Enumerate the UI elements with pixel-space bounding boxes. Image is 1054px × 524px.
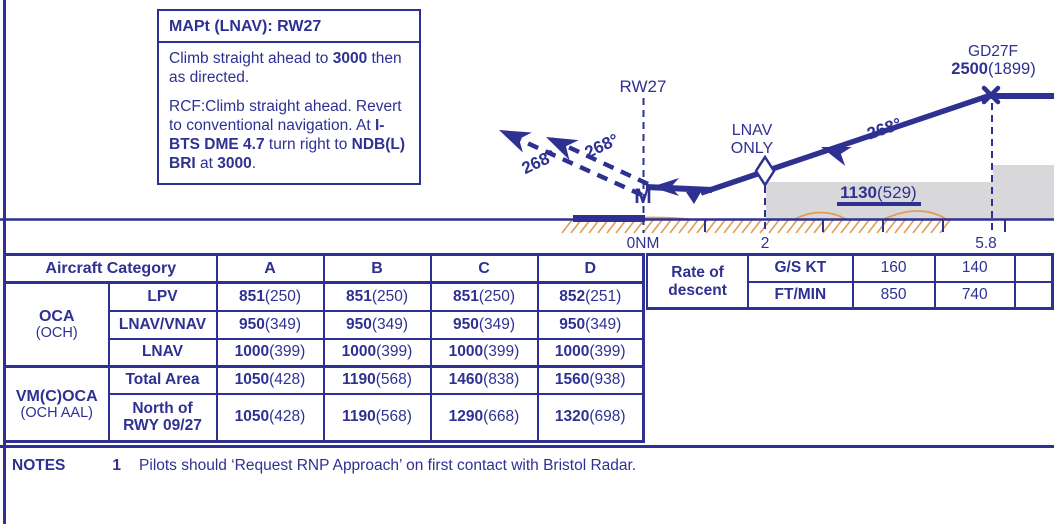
missed-approach-track-2 xyxy=(504,130,643,198)
missed-approach-paragraph-2: RCF:Climb straight ahead. Revert to conv… xyxy=(169,98,405,172)
profile-view: 1130 (529) 268° 268° 268° M RW27 LNAV ON… xyxy=(0,43,1054,252)
lnav-vnav-a: 950(349) xyxy=(215,309,325,340)
descent-path xyxy=(700,92,992,196)
lnav-vnav-b: 950(349) xyxy=(322,309,432,340)
lnav-a: 1000(399) xyxy=(215,337,325,368)
ft-min-label: FT/MIN xyxy=(747,280,854,310)
lnav-vnav-c: 950(349) xyxy=(429,309,539,340)
lnav-only-label-1: LNAV xyxy=(732,122,773,139)
total-area-row: VM(C)OCA(OCH AAL) Total Area 1050(428) 1… xyxy=(3,365,645,443)
north-rwy-c: 1290(668) xyxy=(429,392,539,443)
north-rwy-b: 1190(568) xyxy=(322,392,432,443)
lnav-only-label-2: ONLY xyxy=(731,140,774,157)
gs-kt-label: G/S KT xyxy=(747,253,854,283)
ft-min-850: 850 xyxy=(851,280,936,310)
ft-min-row: FT/MIN 850 740 xyxy=(647,280,1054,310)
fix-altitude: 2500 xyxy=(951,60,988,78)
descent-end-arrow-icon xyxy=(686,192,701,204)
category-c-header: C xyxy=(429,253,539,284)
notes-title: NOTES xyxy=(12,457,66,474)
scale-ticks xyxy=(704,219,1006,232)
minima-header-row: Aircraft Category A B C D xyxy=(3,253,645,284)
terrain-hatching xyxy=(561,219,951,234)
runway-bar xyxy=(573,215,645,222)
category-d-header: D xyxy=(536,253,645,284)
aircraft-category-header: Aircraft Category xyxy=(3,253,218,284)
total-area-label: Total Area xyxy=(107,365,218,395)
missed-course-label-1: 268° xyxy=(582,130,622,162)
ft-min-cut xyxy=(1013,280,1054,310)
level-segment-arrow-icon xyxy=(651,178,679,196)
note-text: Pilots should ‘Request RNP Approach’ on … xyxy=(139,457,637,474)
mda-height-paren: (529) xyxy=(877,183,917,202)
lnav-vnav-row: LNAV/VNAV 950(349) 950(349) 950(349) 950… xyxy=(5,309,645,340)
total-area-b: 1190(568) xyxy=(322,365,432,395)
total-area-c: 1460(838) xyxy=(429,365,539,395)
fix-height-paren: (1899) xyxy=(988,60,1036,78)
gs-kt-row: Rate of descent G/S KT 160 140 xyxy=(645,253,1054,310)
north-rwy-row: North of RWY 09/27 1050(428) 1190(568) 1… xyxy=(5,392,645,443)
missed-approach-arrow-2-icon xyxy=(499,130,532,153)
total-area-d: 1560(938) xyxy=(536,365,645,395)
oca-group-cell: OCA(OCH) xyxy=(3,281,110,368)
north-rwy-d: 1320(698) xyxy=(536,392,645,443)
category-b-header: B xyxy=(322,253,432,284)
lnav-diamond-icon xyxy=(754,154,776,188)
lnav-c: 1000(399) xyxy=(429,337,539,368)
missed-approach-arrow-1-icon xyxy=(546,137,579,161)
scale-label-2: 2 xyxy=(761,235,770,252)
missed-approach-box: MAPt (LNAV): RW27 Climb straight ahead t… xyxy=(157,9,421,185)
rate-of-descent-label: Rate of descent xyxy=(645,253,750,310)
final-course-label: 268° xyxy=(864,114,904,143)
shaded-area-step xyxy=(993,165,1054,219)
missed-approach-text: Climb straight ahead to 3000 then as dir… xyxy=(159,43,419,183)
final-course-arrow-icon xyxy=(821,146,852,166)
lpv-row: OCA(OCH) LPV 851(250) 851(250) 851(250) … xyxy=(3,281,645,368)
lpv-c: 851(250) xyxy=(429,281,539,312)
vmc-oca-group-cell: VM(C)OCA(OCH AAL) xyxy=(3,365,110,443)
minima-table: Aircraft Category A B C D OCA(OCH) LPV 8… xyxy=(3,253,645,443)
lnav-label: LNAV xyxy=(107,337,218,368)
lnav-vnav-label: LNAV/VNAV xyxy=(107,309,218,340)
shaded-area-low xyxy=(766,182,993,219)
lpv-a: 851(250) xyxy=(215,281,325,312)
lnav-row: LNAV 1000(399) 1000(399) 1000(399) 1000(… xyxy=(5,337,645,368)
note-number: 1 xyxy=(112,457,122,474)
runway-label: RW27 xyxy=(620,77,667,96)
terrain-bump-3 xyxy=(883,210,947,220)
gs-kt-160: 160 xyxy=(851,253,936,283)
scale-label-5-8: 5.8 xyxy=(975,235,997,252)
mapt-symbol: M xyxy=(634,185,652,208)
scale-label-0nm: 0NM xyxy=(627,235,660,252)
mda-underline xyxy=(837,202,921,206)
lnav-d: 1000(399) xyxy=(536,337,645,368)
lnav-b: 1000(399) xyxy=(322,337,432,368)
gs-kt-140: 140 xyxy=(933,253,1016,283)
rate-of-descent-table: Rate of descent G/S KT 160 140 FT/MIN 85… xyxy=(645,253,1054,310)
terrain-bump-2 xyxy=(794,211,847,220)
ft-min-740: 740 xyxy=(933,280,1016,310)
missed-course-label-2: 268° xyxy=(519,146,559,178)
north-rwy-label: North of RWY 09/27 xyxy=(107,392,218,443)
gs-kt-cut xyxy=(1013,253,1054,283)
fix-name-label: GD27F xyxy=(968,43,1018,60)
lpv-d: 852(251) xyxy=(536,281,645,312)
notes-section: NOTES 1 Pilots should ‘Request RNP Appro… xyxy=(0,445,1054,524)
mda-altitude: 1130 xyxy=(840,183,877,202)
lpv-b: 851(250) xyxy=(322,281,432,312)
lnav-vnav-d: 950(349) xyxy=(536,309,645,340)
total-area-a: 1050(428) xyxy=(215,365,325,395)
missed-approach-paragraph-1: Climb straight ahead to 3000 then as dir… xyxy=(169,50,402,86)
lpv-label: LPV xyxy=(107,281,218,312)
fix-x-icon xyxy=(981,85,1001,105)
category-a-header: A xyxy=(215,253,325,284)
north-rwy-a: 1050(428) xyxy=(215,392,325,443)
missed-approach-title: MAPt (LNAV): RW27 xyxy=(159,11,419,43)
